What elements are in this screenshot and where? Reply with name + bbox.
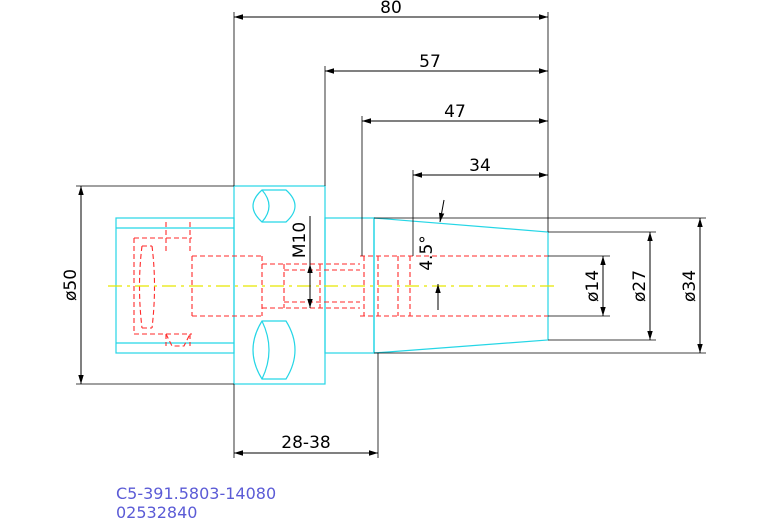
part-labels: C5-391.5803-14080 02532840 <box>116 484 276 522</box>
part-code: C5-391.5803-14080 <box>116 484 276 503</box>
dim-label-47: 47 <box>444 102 466 122</box>
upper-key-slot-inner <box>261 189 270 223</box>
dim-label-dia14: ø14 <box>583 270 603 302</box>
part-number: 02532840 <box>116 503 197 522</box>
dim-label-34: 34 <box>469 156 491 176</box>
extension-lines <box>76 12 706 458</box>
hidden-lines <box>133 222 548 347</box>
dim-label-dia27: ø27 <box>630 270 650 302</box>
dim-label-m10: M10 <box>290 222 310 258</box>
part-outline <box>115 185 549 385</box>
dimension-lines <box>78 14 703 456</box>
flange-outline <box>233 185 326 385</box>
dim-label-dia50: ø50 <box>61 269 81 301</box>
dim-label-80: 80 <box>380 0 402 18</box>
dim-label-28-38: 28-38 <box>281 433 330 453</box>
angle-leader-top <box>438 199 445 223</box>
dimension-labels: 80 57 47 34 28-38 M10 4.5° ø50 ø14 ø27 ø… <box>61 0 700 453</box>
dim-label-57: 57 <box>419 52 441 72</box>
lower-key-slot <box>252 320 296 380</box>
dim-label-angle: 4.5° <box>417 235 437 271</box>
lower-key-slot-inner <box>261 320 270 380</box>
dim-label-dia34: ø34 <box>680 270 700 302</box>
upper-key-slot <box>252 189 296 223</box>
